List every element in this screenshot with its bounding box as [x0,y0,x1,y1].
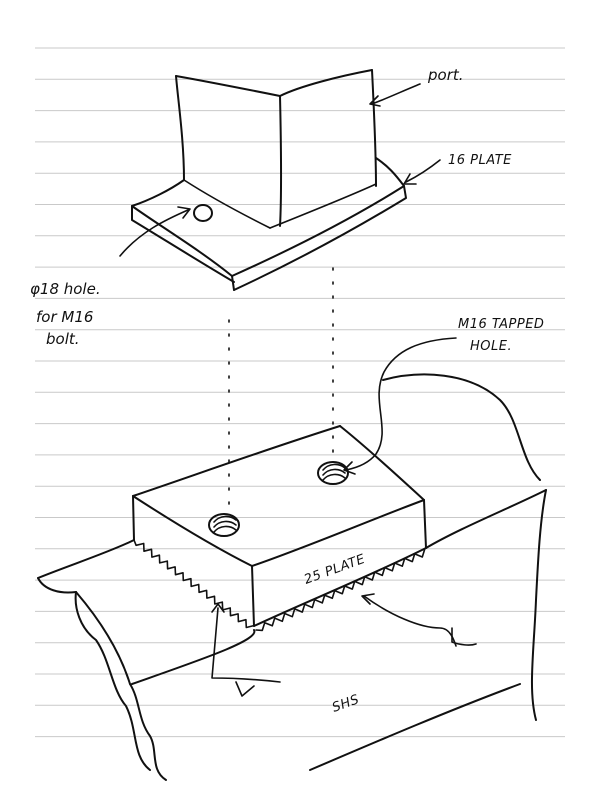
weld-symbols [133,539,426,632]
base-plate-sketch [132,425,427,627]
ruled-lines [35,47,565,738]
tapped-hole-leader [343,337,457,475]
tapped-hole-label-line2: HOLE. [470,339,512,354]
top-plate-sketch [119,157,407,291]
post-sketch [175,69,377,227]
shs-section-sketch [37,373,547,781]
alignment-lines [228,267,334,509]
hole-note-line1: φ18 hole. [30,280,101,298]
tapped-hole-icon [317,461,349,485]
shs-label: SHS [330,692,361,716]
top-plate-label-arrow [403,159,441,185]
tapped-hole-icon [208,513,240,537]
bolt-hole-icon [193,204,213,222]
post-label-arrow [369,83,421,107]
tapped-hole-label-line1: M16 TAPPED [458,317,544,332]
top-plate-label: 16 PLATE [448,153,512,168]
hole-note-line3: bolt. [46,330,80,348]
hole-note-line2: for M16 [36,308,93,326]
post-label: port. [427,66,464,84]
